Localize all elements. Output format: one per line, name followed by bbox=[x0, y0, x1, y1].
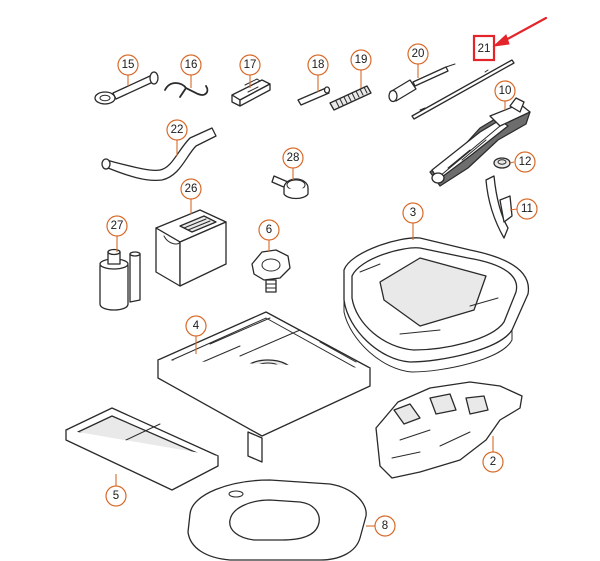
svg-text:11: 11 bbox=[521, 203, 533, 215]
svg-text:18: 18 bbox=[312, 59, 325, 71]
part-27-sealant-bottle bbox=[99, 248, 141, 311]
svg-text:27: 27 bbox=[111, 220, 124, 232]
part-11-strap bbox=[485, 175, 513, 239]
svg-text:20: 20 bbox=[412, 48, 425, 60]
part-2-foam-insert bbox=[375, 381, 523, 479]
callout-16[interactable]: 16 bbox=[180, 54, 202, 76]
callout-2[interactable]: 2 bbox=[482, 451, 504, 473]
callout-19[interactable]: 19 bbox=[350, 49, 372, 71]
svg-text:5: 5 bbox=[113, 490, 119, 502]
callout-8[interactable]: 8 bbox=[374, 515, 396, 537]
callout-11[interactable]: 11 bbox=[516, 198, 538, 220]
part-22-wheel-brace bbox=[101, 127, 217, 182]
part-16-wire-hook bbox=[164, 82, 209, 98]
svg-text:12: 12 bbox=[519, 156, 532, 168]
part-15-tow-eye bbox=[94, 71, 159, 105]
part-26-compressor bbox=[155, 209, 227, 287]
svg-text:26: 26 bbox=[185, 183, 198, 195]
part-4-tray-base bbox=[157, 311, 371, 463]
svg-text:3: 3 bbox=[410, 207, 416, 219]
callout-22[interactable]: 22 bbox=[166, 119, 188, 141]
svg-text:16: 16 bbox=[185, 59, 198, 71]
svg-text:28: 28 bbox=[287, 152, 300, 164]
callout-21[interactable]: 21 bbox=[472, 34, 496, 62]
callout-6[interactable]: 6 bbox=[258, 219, 280, 241]
callout-15[interactable]: 15 bbox=[117, 54, 139, 76]
part-8-floor-mat bbox=[187, 479, 367, 561]
part-20-screwdriver bbox=[388, 63, 456, 103]
part-21-jack-rod bbox=[411, 59, 515, 120]
part-3-foam-tray bbox=[343, 237, 530, 373]
callout-26[interactable]: 26 bbox=[180, 178, 202, 200]
part-6-wing-bolt bbox=[251, 249, 291, 293]
part-28-gauge bbox=[271, 175, 309, 200]
svg-text:15: 15 bbox=[122, 59, 135, 71]
part-10-scissor-jack bbox=[429, 97, 531, 187]
pointer-arrow bbox=[492, 16, 548, 47]
svg-text:21: 21 bbox=[478, 43, 491, 55]
leader-lines bbox=[115, 64, 518, 527]
part-12-nut bbox=[493, 157, 511, 169]
svg-text:6: 6 bbox=[266, 224, 272, 236]
callout-10[interactable]: 10 bbox=[494, 80, 516, 102]
leader-11 bbox=[509, 208, 518, 211]
callout-20[interactable]: 20 bbox=[407, 43, 429, 65]
svg-text:8: 8 bbox=[382, 520, 388, 532]
part-18-pin bbox=[297, 86, 331, 106]
callout-3[interactable]: 3 bbox=[402, 202, 424, 224]
callout-4[interactable]: 4 bbox=[185, 315, 207, 337]
svg-text:22: 22 bbox=[171, 124, 184, 136]
callout-28[interactable]: 28 bbox=[282, 147, 304, 169]
part-19-threaded-rod bbox=[329, 85, 372, 111]
svg-text:2: 2 bbox=[490, 456, 496, 468]
callout-17[interactable]: 17 bbox=[239, 54, 261, 76]
callout-21-highlight-box bbox=[472, 34, 496, 62]
callout-18[interactable]: 18 bbox=[307, 54, 329, 76]
svg-text:10: 10 bbox=[499, 85, 512, 97]
callout-27[interactable]: 27 bbox=[106, 215, 128, 237]
part-5-storage-tray bbox=[65, 407, 219, 491]
svg-text:4: 4 bbox=[193, 320, 200, 332]
leader-12 bbox=[509, 161, 515, 164]
callout-12[interactable]: 12 bbox=[514, 151, 536, 173]
callout-5[interactable]: 5 bbox=[105, 485, 127, 507]
svg-text:19: 19 bbox=[355, 54, 368, 66]
part-17-clip bbox=[231, 78, 271, 107]
svg-text:17: 17 bbox=[244, 59, 257, 71]
